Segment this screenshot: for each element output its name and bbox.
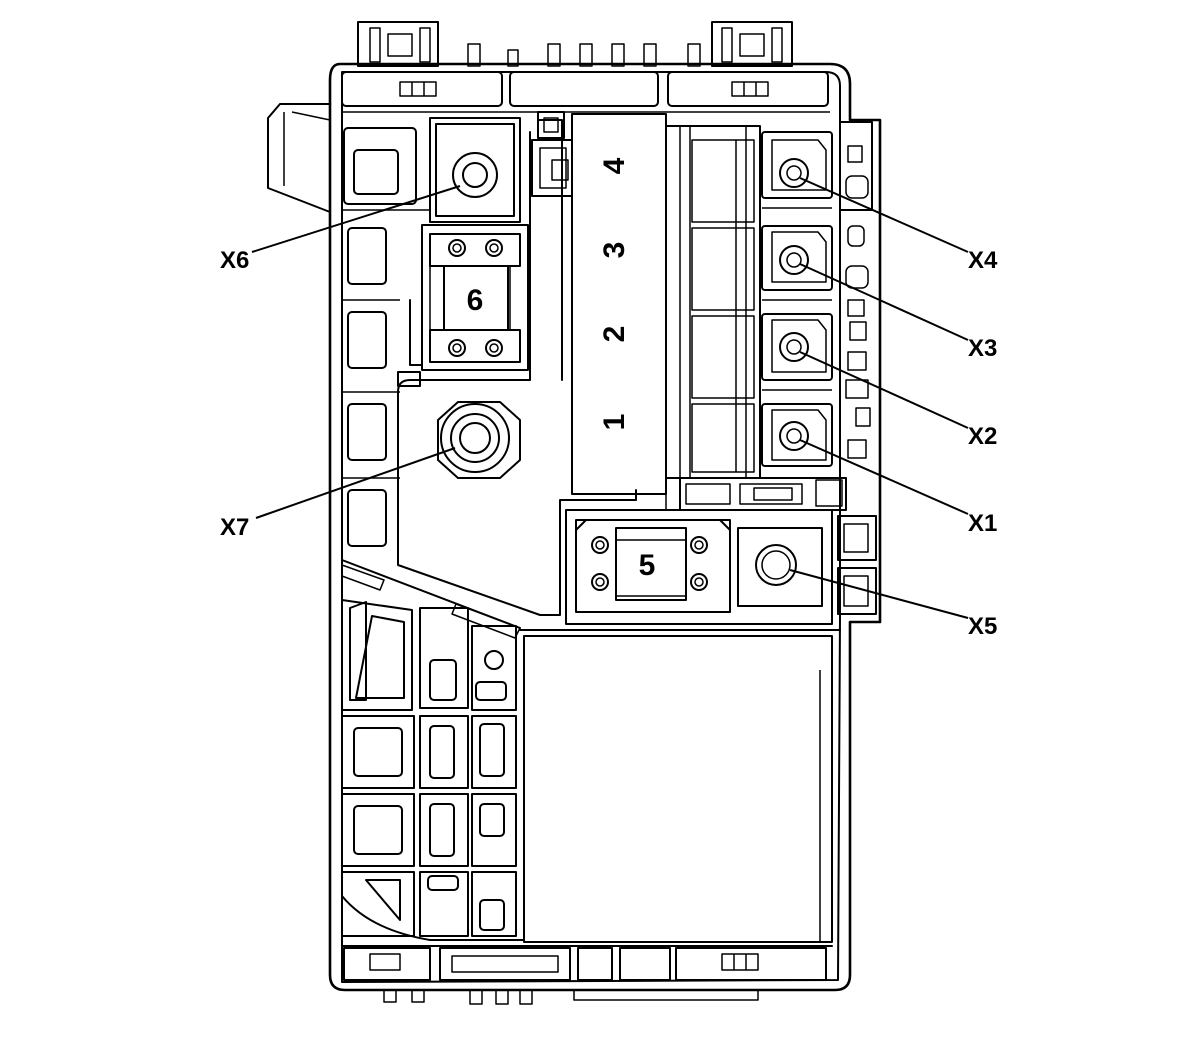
small-connector [531,111,573,197]
callout-x6-label: X6 [220,247,249,274]
bus-plate-x7 [397,119,637,616]
fuse-strips [665,125,761,479]
module-4-number: 4 [598,157,631,174]
module-3-number: 3 [598,242,631,259]
callout-x3-label: X3 [968,335,997,362]
module-1-number: 1 [598,414,631,431]
right-side-clips [837,121,877,615]
callout-x2-label: X2 [968,423,997,450]
module-6-number: 6 [467,284,484,317]
callout-leaders [251,177,969,619]
callout-x5-label: X5 [968,613,997,640]
module-1-4-block: 4 3 2 1 [571,113,667,495]
callout-x7-label: X7 [220,514,249,541]
left-column-slots [341,111,430,556]
terminal-studs-x1-x4 [761,131,833,467]
callout-x4-label: X4 [968,247,998,274]
module-2-number: 2 [598,326,631,343]
housing-outline [267,21,882,992]
small-fuse-row [665,477,847,511]
lower-section [341,559,841,1005]
module-6: 6 [397,117,529,387]
module-5: 5 [565,509,833,625]
callout-x1-label: X1 [968,510,997,537]
module-5-number: 5 [639,549,656,582]
